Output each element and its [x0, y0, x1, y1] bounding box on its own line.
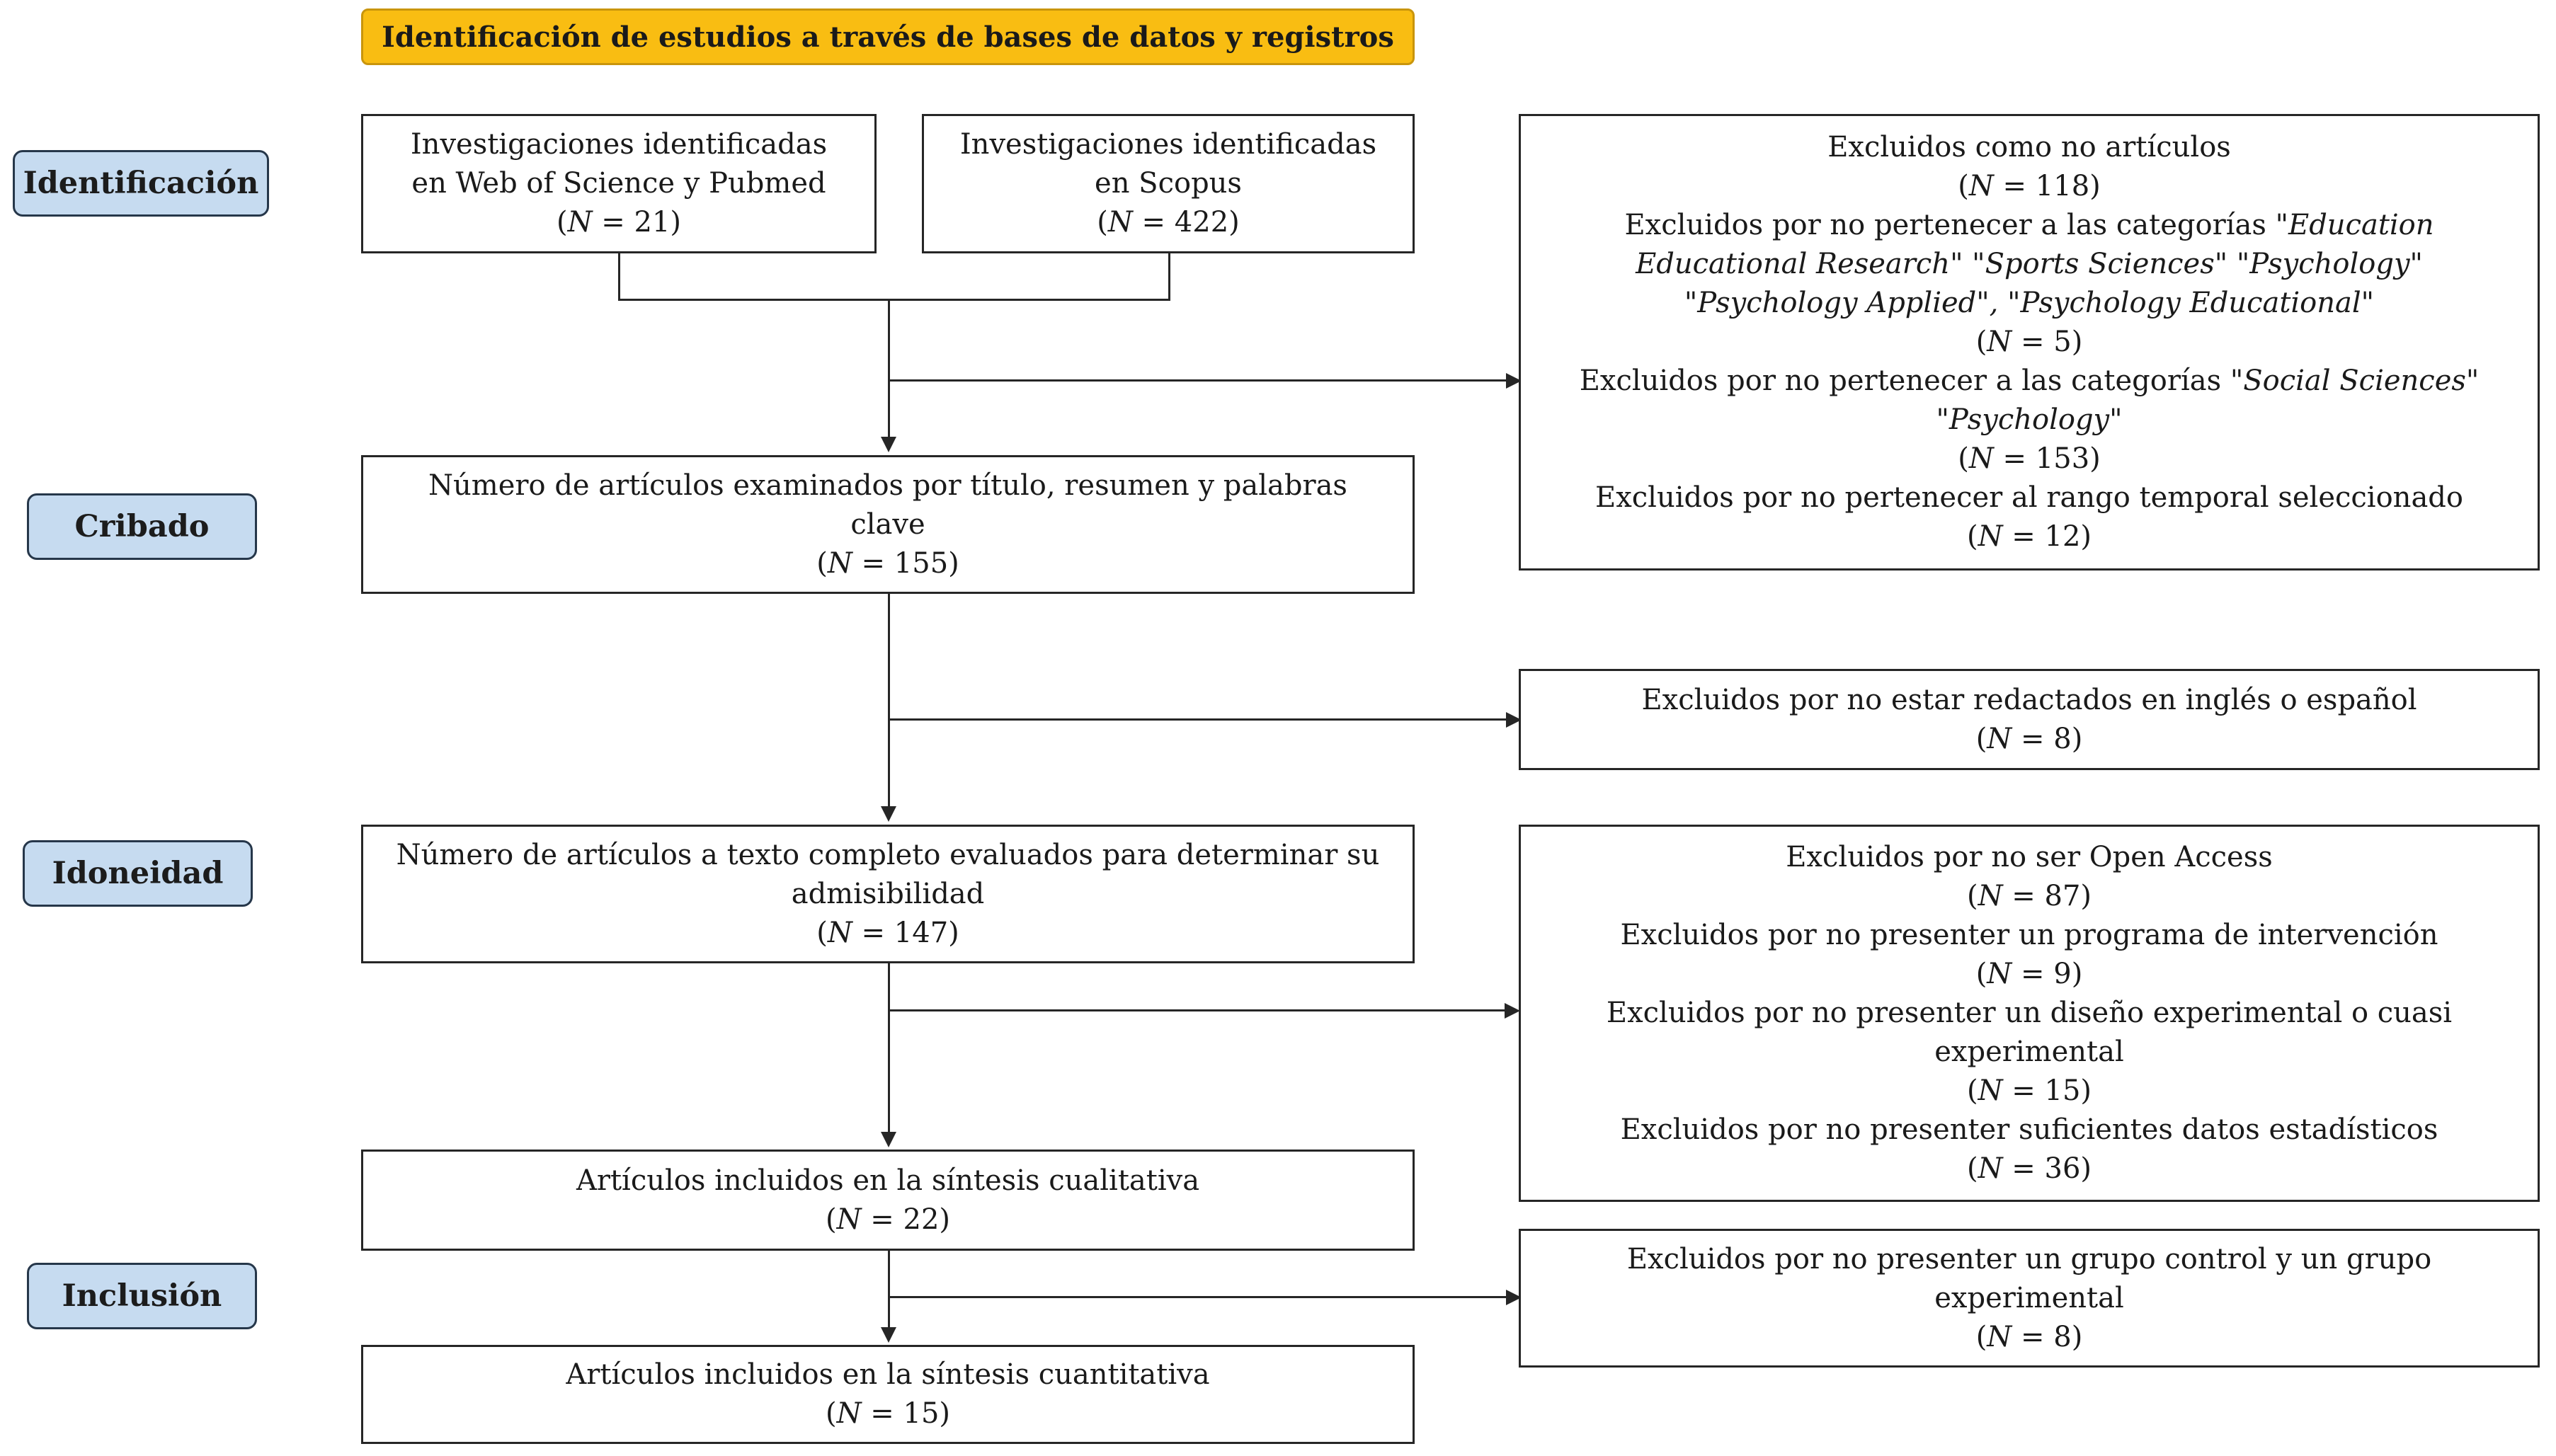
connector-to-exclusion-identificacion [890, 379, 1506, 382]
exclusion-inclusion-1-line1: Excluidos por no presenter un grupo cont… [1626, 1242, 2432, 1276]
connector-wos-down [618, 253, 620, 301]
box-idoneidad-count: (N = 147) [816, 916, 959, 949]
diagram-header: Identificación de estudios a través de b… [361, 8, 1415, 65]
exclusion-identificacion-4-count: (N = 12) [1966, 520, 2092, 553]
box-cribado-line2: clave [850, 508, 925, 541]
exclusion-idoneidad-2-text: Excluidos por no presenter un programa d… [1620, 919, 2438, 951]
header-text: Identificación de estudios a través de b… [382, 20, 1394, 54]
box-cuantitativa-line1: Artículos incluidos en la síntesis cuant… [566, 1358, 1210, 1391]
exclusion-identificacion-2-cats-b: "Psychology Applied", "Psychology Educat… [1684, 287, 2375, 319]
box-cribado: Número de artículos examinados por títul… [361, 455, 1415, 594]
box-idoneidad-line2: admisibilidad [791, 877, 985, 910]
stage-inclusion-label: Inclusión [62, 1278, 222, 1314]
exclusion-box-cribado: Excluidos por no estar redactados en ing… [1519, 669, 2540, 770]
box-wos-line2: en Web of Science y Pubmed [411, 167, 826, 200]
box-cualitativa-line1: Artículos incluidos en la síntesis cuali… [576, 1164, 1200, 1197]
exclusion-identificacion-1-count: (N = 118) [1958, 170, 2101, 202]
stage-idoneidad-label: Idoneidad [52, 856, 224, 891]
exclusion-box-identificacion: Excluidos como no artículos (N = 118) Ex… [1519, 114, 2540, 571]
connector-to-exclusion-inclusion [890, 1296, 1506, 1298]
connector-to-cuantitativa [888, 1251, 890, 1327]
box-cuantitativa-count: (N = 15) [825, 1397, 951, 1430]
exclusion-identificacion-1-text: Excluidos como no artículos [1827, 131, 2231, 164]
exclusion-box-idoneidad: Excluidos por no ser Open Access (N = 87… [1519, 825, 2540, 1202]
arrow-to-exclusion-inclusion [1506, 1290, 1522, 1305]
exclusion-idoneidad-3-count: (N = 15) [1966, 1074, 2092, 1107]
connector-scopus-down [1168, 253, 1170, 301]
exclusion-idoneidad-1-count: (N = 87) [1966, 880, 2092, 912]
exclusion-identificacion-3-text: Excluidos por no pertenecer a las catego… [1579, 365, 2480, 397]
arrow-to-exclusion-idoneidad [1505, 1003, 1520, 1019]
connector-merge [618, 299, 1170, 301]
box-scopus: Investigaciones identificadas en Scopus … [922, 114, 1415, 253]
exclusion-identificacion-2-count: (N = 5) [1975, 326, 2083, 358]
exclusion-idoneidad-3-line2: experimental [1934, 1036, 2124, 1068]
stage-cribado: Cribado [27, 493, 257, 560]
box-cribado-line1: Número de artículos examinados por títul… [428, 469, 1347, 502]
stage-cribado-label: Cribado [74, 509, 210, 544]
arrow-to-cuantitativa [881, 1327, 896, 1343]
arrow-to-cribado [881, 437, 896, 452]
connector-to-exclusion-idoneidad [890, 1009, 1505, 1011]
exclusion-box-inclusion: Excluidos por no presenter un grupo cont… [1519, 1229, 2540, 1368]
box-idoneidad-line1: Número de artículos a texto completo eva… [396, 838, 1380, 871]
box-cualitativa-count: (N = 22) [825, 1203, 951, 1236]
exclusion-idoneidad-4-text: Excluidos por no presenter suficientes d… [1620, 1113, 2438, 1146]
exclusion-identificacion-2-text: Excluidos por no pertenecer a las catego… [1624, 209, 2434, 241]
exclusion-cribado-1-count: (N = 8) [1975, 722, 2083, 755]
box-wos-count: (N = 21) [556, 206, 682, 239]
exclusion-idoneidad-3-line1: Excluidos por no presenter un diseño exp… [1606, 997, 2453, 1029]
stage-inclusion: Inclusión [27, 1263, 257, 1329]
stage-idoneidad: Idoneidad [23, 840, 253, 907]
box-scopus-line2: en Scopus [1095, 167, 1242, 200]
box-wos-line1: Investigaciones identificadas [410, 128, 828, 161]
connector-to-idoneidad [888, 594, 890, 806]
connector-to-exclusion-cribado [890, 718, 1506, 721]
exclusion-idoneidad-2-count: (N = 9) [1975, 958, 2083, 990]
box-sintesis-cualitativa: Artículos incluidos en la síntesis cuali… [361, 1150, 1415, 1251]
arrow-to-exclusion-cribado [1506, 712, 1522, 728]
box-scopus-count: (N = 422) [1097, 206, 1240, 239]
exclusion-inclusion-1-count: (N = 8) [1975, 1320, 2083, 1353]
exclusion-cribado-1-text: Excluidos por no estar redactados en ing… [1641, 683, 2417, 716]
stage-identificacion-label: Identificación [23, 166, 259, 201]
box-wos-pubmed: Investigaciones identificadas en Web of … [361, 114, 877, 253]
stage-identificacion: Identificación [13, 150, 269, 217]
exclusion-identificacion-3-count: (N = 153) [1958, 442, 2101, 475]
box-scopus-line1: Investigaciones identificadas [959, 128, 1377, 161]
exclusion-identificacion-4-text: Excluidos por no pertenecer al rango tem… [1595, 481, 2463, 514]
exclusion-idoneidad-4-count: (N = 36) [1966, 1152, 2092, 1185]
connector-to-cualitativa [888, 963, 890, 1132]
exclusion-inclusion-1-line2: experimental [1934, 1281, 2124, 1314]
exclusion-identificacion-3-cats: "Psychology" [1936, 403, 2123, 436]
box-cribado-count: (N = 155) [816, 546, 959, 580]
exclusion-identificacion-2-cats-a: Educational Research" "Sports Sciences" … [1636, 248, 2423, 280]
exclusion-idoneidad-1-text: Excluidos por no ser Open Access [1786, 841, 2273, 873]
box-idoneidad: Número de artículos a texto completo eva… [361, 825, 1415, 963]
arrow-to-idoneidad [881, 806, 896, 822]
arrow-to-exclusion-identificacion [1506, 373, 1522, 389]
box-sintesis-cuantitativa: Artículos incluidos en la síntesis cuant… [361, 1345, 1415, 1444]
arrow-to-cualitativa [881, 1132, 896, 1147]
connector-to-cribado [888, 301, 890, 437]
